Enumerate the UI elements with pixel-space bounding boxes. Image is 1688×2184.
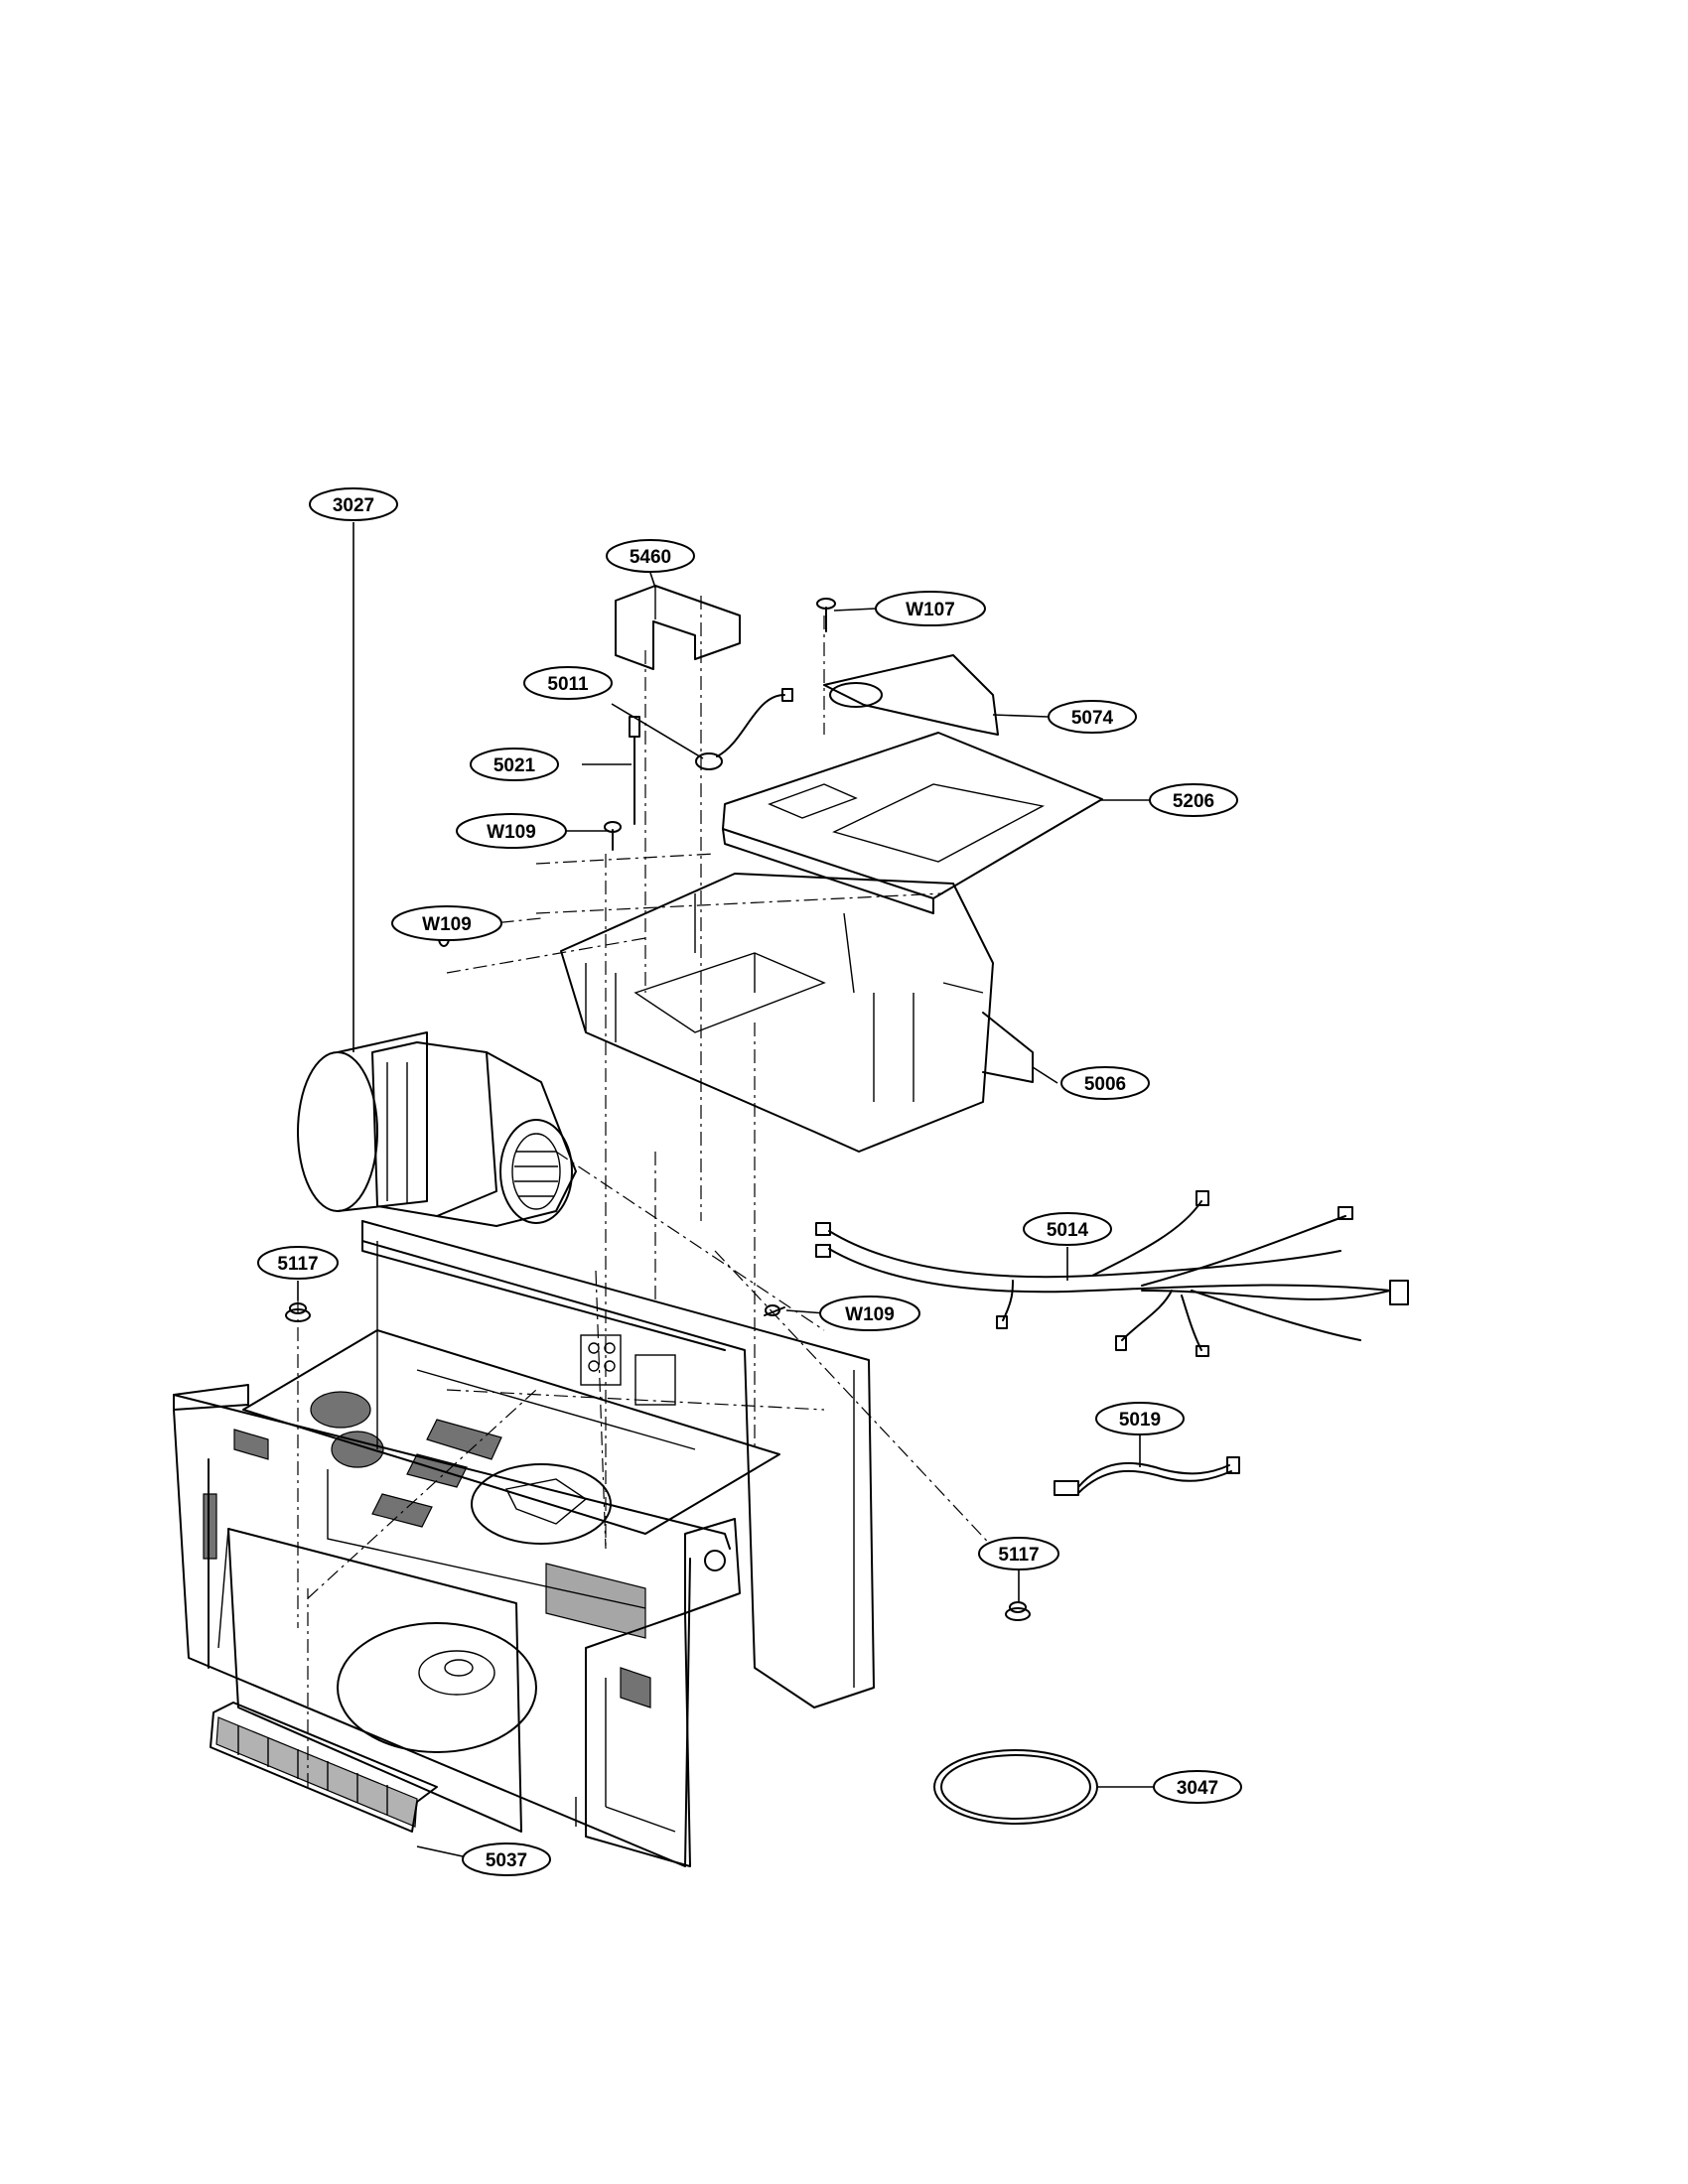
callout-5117-left: 5117 — [257, 1246, 339, 1280]
part-5021-probe — [629, 716, 640, 825]
oven-cavity-frame — [173, 1220, 875, 1867]
part-5014-harness — [815, 1190, 1409, 1357]
callout-label: W109 — [487, 822, 536, 843]
callout-w107: W107 — [875, 591, 986, 626]
callout-label: 5006 — [1084, 1074, 1126, 1095]
callout-w109-left: W109 — [391, 905, 502, 941]
part-5011-sensor — [695, 688, 793, 770]
callout-5206: 5206 — [1149, 783, 1238, 817]
part-5037-filter — [210, 1702, 438, 1833]
assembly-guide-lines — [297, 596, 1014, 1787]
part-3027-blower — [297, 1031, 577, 1227]
part-5006-chassis — [560, 873, 1034, 1153]
callout-3047: 3047 — [1153, 1770, 1242, 1804]
callout-5460: 5460 — [606, 539, 695, 573]
callout-w109-lower: W109 — [819, 1296, 920, 1331]
part-5460-label — [615, 585, 741, 670]
part-w109-screws — [438, 821, 785, 1316]
callout-5074: 5074 — [1048, 700, 1137, 734]
part-3047-ring — [933, 1749, 1098, 1825]
callout-label: W109 — [422, 914, 472, 935]
callout-label: 5460 — [630, 547, 671, 568]
callout-3027: 3027 — [309, 487, 398, 521]
callout-label: W107 — [906, 600, 955, 620]
callout-label: 3047 — [1177, 1778, 1218, 1799]
callout-label: 5037 — [486, 1850, 527, 1871]
callout-w109-upper: W109 — [456, 813, 567, 849]
callout-5011: 5011 — [523, 666, 613, 700]
callout-label: 5011 — [547, 674, 589, 695]
callout-5117-right: 5117 — [978, 1537, 1059, 1570]
callout-label: 5019 — [1119, 1410, 1161, 1431]
part-5117-grommets — [285, 1302, 1031, 1621]
part-5019-cable — [1054, 1456, 1240, 1496]
callout-label: 5074 — [1071, 708, 1114, 729]
leader-lines — [297, 522, 1154, 1857]
callout-5019: 5019 — [1095, 1402, 1185, 1435]
part-5206-plate — [722, 732, 1103, 914]
part-5074-bracket — [823, 654, 999, 736]
callout-5006: 5006 — [1060, 1066, 1150, 1100]
callout-label: 5014 — [1047, 1220, 1089, 1241]
callout-label: 3027 — [333, 495, 374, 516]
callout-label: 5117 — [277, 1254, 318, 1275]
part-w107-screw — [816, 598, 836, 632]
callout-label: 5206 — [1173, 791, 1214, 812]
callout-5037: 5037 — [462, 1843, 551, 1876]
callout-label: 5117 — [998, 1545, 1039, 1566]
callout-5021: 5021 — [470, 748, 559, 781]
callout-label: 5021 — [493, 755, 536, 776]
callout-5014: 5014 — [1023, 1212, 1112, 1246]
callout-label: W109 — [845, 1304, 895, 1325]
